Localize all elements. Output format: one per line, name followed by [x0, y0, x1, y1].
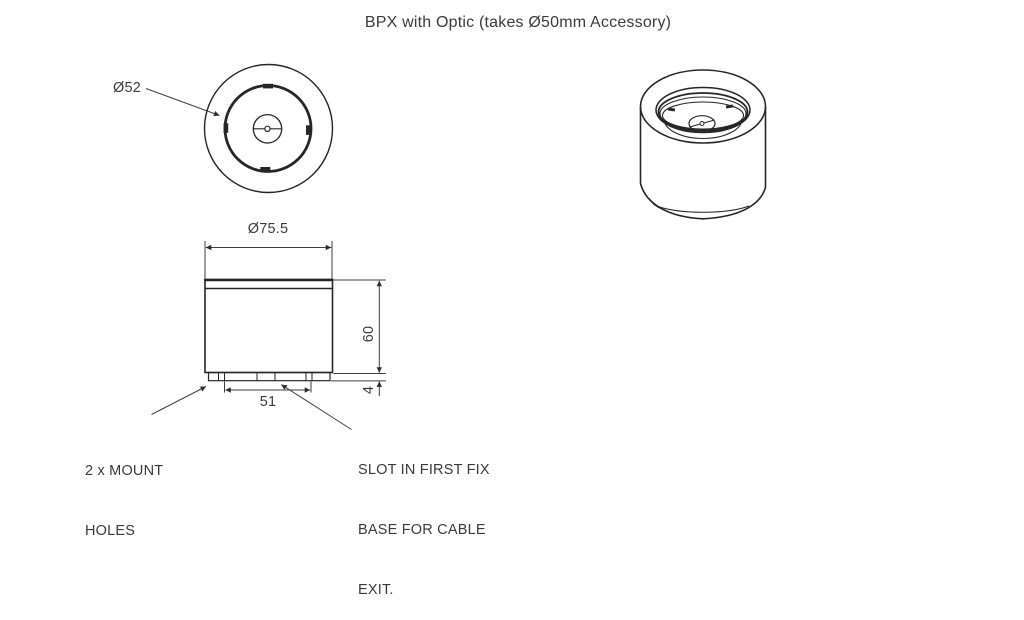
side-view-base — [207, 371, 331, 382]
top-diameter-label: Ø75.5 — [247, 221, 289, 237]
iso-screw-circle — [688, 115, 716, 132]
mount-holes-note-line1: 2 x MOUNT — [85, 463, 164, 479]
iso-bezel-c — [661, 101, 745, 130]
side-view-body — [204, 278, 334, 374]
side-view — [151, 241, 386, 430]
iso-bottom-outer — [639, 183, 767, 220]
mount-holes-leader-line — [151, 386, 207, 415]
iso-ring-tabs — [667, 104, 734, 112]
cable-slot-note-line1: SLOT IN FIRST FIX — [358, 462, 490, 478]
mount-spacing-label: 51 — [259, 394, 277, 410]
iso-bezel-b — [659, 96, 747, 131]
body-height-label: 60 — [361, 325, 377, 343]
iso-screw-center — [699, 121, 705, 126]
cable-slot-note-line3: EXIT. — [358, 582, 394, 598]
dim-top-diameter — [204, 241, 333, 279]
mount-holes-note: 2 x MOUNT HOLES — [85, 421, 163, 561]
dim-mount-spacing — [224, 381, 312, 393]
mount-holes-note-line2: HOLES — [85, 523, 136, 539]
dim-body-height — [333, 279, 386, 374]
top-view-screw-center — [264, 125, 271, 133]
iso-view — [639, 69, 767, 220]
diameter52-leader-line — [145, 88, 220, 117]
base-height-label: 4 — [361, 385, 377, 395]
cable-slot-leader-line — [280, 384, 352, 430]
iso-rim-inner — [655, 86, 751, 134]
side-view-base-slots — [218, 372, 313, 381]
drawing-canvas — [145, 63, 767, 430]
iso-bottom-inner — [657, 205, 750, 213]
iso-base-notch — [649, 198, 660, 209]
cable-slot-note-line2: BASE FOR CABLE — [358, 522, 486, 538]
top-view-outer-circle — [203, 63, 334, 194]
top-view-ring-tabs — [223, 83, 311, 172]
cable-slot-note: SLOT IN FIRST FIX BASE FOR CABLE EXIT. — [358, 420, 490, 620]
drawing-title: BPX with Optic (takes Ø50mm Accessory) — [364, 14, 672, 31]
top-view — [145, 63, 334, 194]
iso-cavity-floor — [663, 118, 743, 140]
diameter52-label: Ø52 — [113, 80, 142, 96]
iso-top-outer — [639, 69, 767, 144]
dim-base-height — [331, 380, 386, 396]
